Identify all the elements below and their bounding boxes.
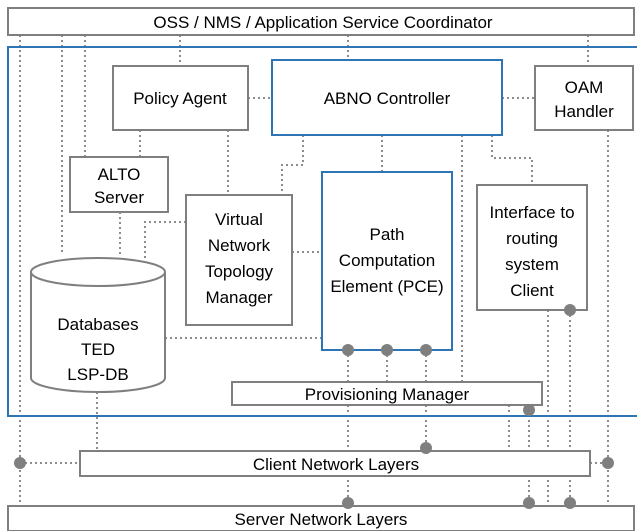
alto-server-box — [69, 156, 169, 213]
alto-server-line1: ALTO — [98, 165, 141, 184]
vntm-line3: Topology — [205, 262, 274, 281]
vntm-line2: Network — [208, 236, 271, 255]
vntm-line1: Virtual — [215, 210, 263, 229]
connector-dot — [420, 442, 432, 454]
irs-client-line2: routing — [506, 229, 558, 248]
server-network-layers-box — [7, 505, 635, 531]
server-network-layers-label: Server Network Layers — [235, 510, 408, 529]
oss-nms-coordinator-label: OSS / NMS / Application Service Coordina… — [153, 13, 493, 32]
connector-dot — [602, 457, 614, 469]
policy-agent-box — [112, 65, 249, 131]
irs-client-line1: Interface to — [489, 203, 574, 222]
pce-box — [321, 171, 453, 351]
irs-client-line4: Client — [510, 281, 554, 300]
policy-agent-label: Policy Agent — [133, 89, 227, 108]
oss-nms-coordinator-box — [7, 7, 635, 36]
connector-dot — [342, 497, 354, 509]
connector-dot — [564, 304, 576, 316]
client-network-layers-box — [79, 450, 591, 477]
databases-line2: TED — [81, 340, 115, 359]
connector-dot — [420, 344, 432, 356]
connector-dot — [523, 404, 535, 416]
pce-line1: Path — [370, 225, 405, 244]
connection-dots — [14, 304, 614, 509]
connector-dot — [14, 457, 26, 469]
oam-handler-frame — [534, 65, 634, 131]
alto-server-line2: Server — [94, 188, 144, 207]
connector-dot — [523, 497, 535, 509]
databases-cylinder — [30, 257, 166, 393]
oam-handler-line1: OAM — [565, 78, 604, 97]
vntm-box — [185, 194, 293, 326]
irs-client-line3: system — [505, 255, 559, 274]
connector-dot — [381, 344, 393, 356]
pce-line2: Computation — [339, 251, 435, 270]
provisioning-manager-label: Provisioning Manager — [305, 385, 470, 404]
databases-line3: LSP-DB — [67, 365, 128, 384]
vntm-line4: Manager — [205, 288, 272, 307]
connector-dot — [564, 497, 576, 509]
oam-handler-line2: Handler — [554, 102, 614, 121]
databases-line1: Databases — [57, 315, 138, 334]
client-network-layers-label: Client Network Layers — [253, 455, 419, 474]
abno-controller-label: ABNO Controller — [324, 89, 451, 108]
abno-framework-boundary — [7, 46, 637, 417]
connector-lines — [19, 35, 609, 511]
provisioning-manager-box — [231, 381, 543, 406]
connector-dot — [342, 344, 354, 356]
abno-controller-box — [271, 59, 503, 136]
pce-line3: Element (PCE) — [330, 277, 443, 296]
irs-client-box — [476, 184, 588, 311]
